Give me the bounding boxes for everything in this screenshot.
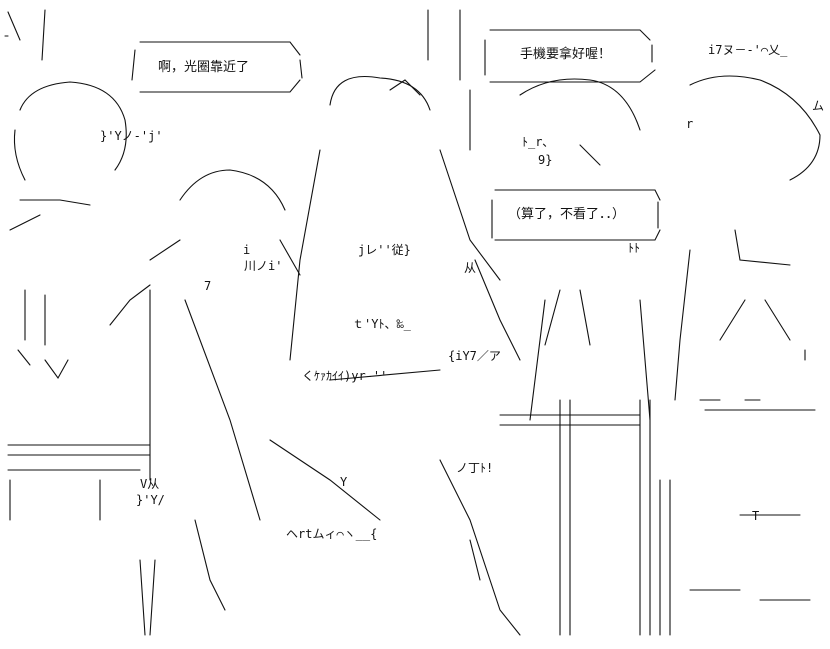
r-lower [699,399,816,411]
left-slash [17,349,31,366]
glyph-i: i [243,243,251,257]
glyph-ys: ｔ'Yﾄ、‰_ [352,317,411,331]
r-head [689,75,821,181]
glyph-kana: くｹｧｶｲｲ)yr‐'' [302,369,388,383]
r-arm [734,229,791,266]
c-skirt [269,439,381,521]
c-leg [439,459,521,636]
tr-bubble-outline [484,29,656,83]
left-head [19,81,127,171]
cl-bench [7,444,151,471]
c-head [329,76,431,111]
stroke-tl-1 [7,11,21,41]
rc-arm [474,259,521,361]
rc-v [544,289,591,346]
glyph-mu: ム [812,99,825,113]
rc-body-l [529,299,546,421]
rc-body-r [639,299,651,421]
c-leg-2 [469,539,481,581]
glyph-iy7: {iY7／ア [448,349,501,363]
glyph-hatsu: 从 [464,261,477,275]
glyph-vj: V从 [140,477,160,491]
left-body [19,199,91,206]
cl-leg-2 [139,559,146,636]
cl-shoulder [149,239,301,276]
mid-bubble-outline [491,189,661,241]
left-v [44,359,69,380]
c-body [289,149,321,361]
glyph-jl: jレ''従} [358,243,411,257]
glyph-yno: }'Yノ-'j' [100,129,163,143]
glyph-r: r [686,117,694,131]
glyph-tt: ﾄﾄ [628,241,641,255]
glyph-9: 9} [538,153,553,167]
glyph-jjj: 川ノi' [244,259,283,273]
glyph-i7: i7ヌ－‐'⌒乂_ [708,43,788,57]
cl-leg-3 [149,559,156,636]
glyph-t7: ノ丁ﾄ! [456,461,494,475]
speech-bubble-top-right: 手機要拿好喔！ [520,47,612,62]
c-hands [329,369,441,381]
c-body-r [439,149,501,281]
left-head-2 [13,129,26,181]
cl-arm-l [109,284,151,326]
r-body [674,249,691,401]
glyph-yv: }'Y/ [136,493,165,507]
r-lower-3 [689,589,811,601]
rc-neck [579,144,601,166]
rc-cross [499,414,641,426]
cl-body-2 [184,299,261,521]
speech-bubble-middle: （算了，不看了．．） [508,207,626,222]
glyph-t: T [752,509,760,523]
stroke-tl-2 [41,9,46,61]
rc-head [519,78,641,131]
glyph-rt: ヘrtムィ⌒ヽ__{ [286,527,378,541]
r-leg-l [719,299,746,341]
r-leg-r [764,299,791,341]
cl-head [179,169,286,211]
glyph-y: Y [340,475,348,489]
cl-leg [194,519,226,611]
glyph-tr: ﾄ_r､ [522,135,549,149]
c-arrow [389,79,421,96]
speech-bubble-left: 啊，光圈靠近了 [158,60,250,75]
left-arm [9,214,41,231]
glyph-7: 7 [204,279,212,293]
left-bubble-outline [131,41,303,93]
